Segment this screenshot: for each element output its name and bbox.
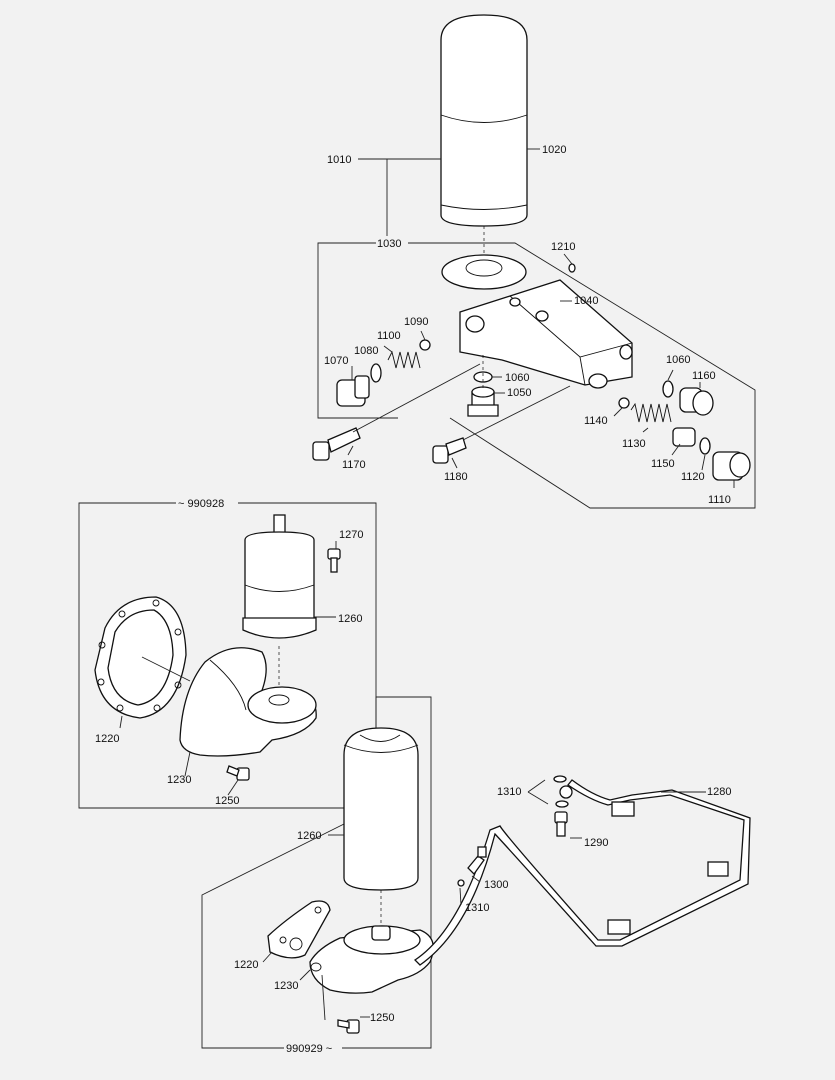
label-1150: 1150 <box>651 458 675 470</box>
seal-ring-1310-top <box>553 775 567 783</box>
bolt-1180 <box>432 437 467 464</box>
label-1280: 1280 <box>707 786 731 798</box>
plug-1110 <box>712 451 751 481</box>
seal-ring-1060 <box>662 380 674 398</box>
bolt-1170 <box>312 427 361 461</box>
label-1260-bottom: 1260 <box>297 830 321 842</box>
bolt-1250-bottom <box>337 1019 360 1034</box>
label-1080: 1080 <box>354 345 378 357</box>
filter-cartridge-1260-small <box>242 514 317 639</box>
label-1310-connector: 1310 <box>465 902 489 914</box>
filter-cartridge-1260-large <box>343 727 419 891</box>
oil-filter-canister-1020 <box>440 14 528 227</box>
bolt-1270 <box>327 548 341 573</box>
label-1290: 1290 <box>584 837 608 849</box>
label-1090: 1090 <box>404 316 428 328</box>
banjo-fitting <box>559 785 573 799</box>
frame-top-left <box>317 242 398 419</box>
label-1060-upper: 1060 <box>505 372 529 384</box>
label-1220-bottom: 1220 <box>234 959 258 971</box>
plug-1160 <box>679 387 714 416</box>
label-1020: 1020 <box>542 144 566 156</box>
label-1170: 1170 <box>342 459 366 471</box>
label-1030: 1030 <box>377 238 401 250</box>
sleeve-1150 <box>672 427 696 447</box>
gasket-1220-round <box>94 596 187 719</box>
label-1040: 1040 <box>574 295 598 307</box>
label-1100: 1100 <box>377 330 401 342</box>
ball-1140 <box>618 397 630 409</box>
label-1060-right: 1060 <box>666 354 690 366</box>
filter-head-housing-1030 <box>441 254 633 389</box>
label-1310-top: 1310 <box>497 786 521 798</box>
frame-middle <box>78 502 377 809</box>
label-1270: 1270 <box>339 529 363 541</box>
filter-base-1230-bottom <box>309 925 434 994</box>
label-1250-middle: 1250 <box>215 795 239 807</box>
label-1050: 1050 <box>507 387 531 399</box>
label-1220-middle: 1220 <box>95 733 119 745</box>
ball-1090 <box>419 339 431 351</box>
spring-1100 <box>387 350 421 369</box>
label-1300: 1300 <box>484 879 508 891</box>
gasket-1220-small <box>267 900 331 959</box>
o-ring-1210 <box>568 263 576 273</box>
label-1230-bottom: 1230 <box>274 980 298 992</box>
oil-pipe-1280 <box>413 779 751 966</box>
seal-ring-1080 <box>370 363 382 383</box>
seal-ring-1310-bottom <box>555 800 569 808</box>
plug-1070 <box>336 375 370 407</box>
label-1010: 1010 <box>327 154 351 166</box>
label-1260-middle: 1260 <box>338 613 362 625</box>
label-1070: 1070 <box>324 355 348 367</box>
label-1250-bottom: 1250 <box>370 1012 394 1024</box>
bolt-1250-middle <box>226 765 250 781</box>
label-1210: 1210 <box>551 241 575 253</box>
label-1140: 1140 <box>584 415 608 427</box>
label-1230-middle: 1230 <box>167 774 191 786</box>
label-1130: 1130 <box>622 438 646 450</box>
filter-base-1230 <box>179 647 317 757</box>
label-variant-990928: ~ 990928 <box>178 498 224 510</box>
adapter-1050 <box>467 386 499 417</box>
spring-1130 <box>630 402 672 423</box>
label-1180: 1180 <box>444 471 468 483</box>
label-1110: 1110 <box>708 494 731 506</box>
seal-ring-1120 <box>699 437 711 455</box>
frame-top-right <box>408 242 756 509</box>
label-1160: 1160 <box>692 370 716 382</box>
seal-ring-1310-connector <box>457 879 465 887</box>
label-1120: 1120 <box>681 471 705 483</box>
label-variant-990929: 990929 ~ <box>286 1043 332 1055</box>
connector-1300 <box>467 846 487 876</box>
bolt-1290 <box>554 811 568 837</box>
